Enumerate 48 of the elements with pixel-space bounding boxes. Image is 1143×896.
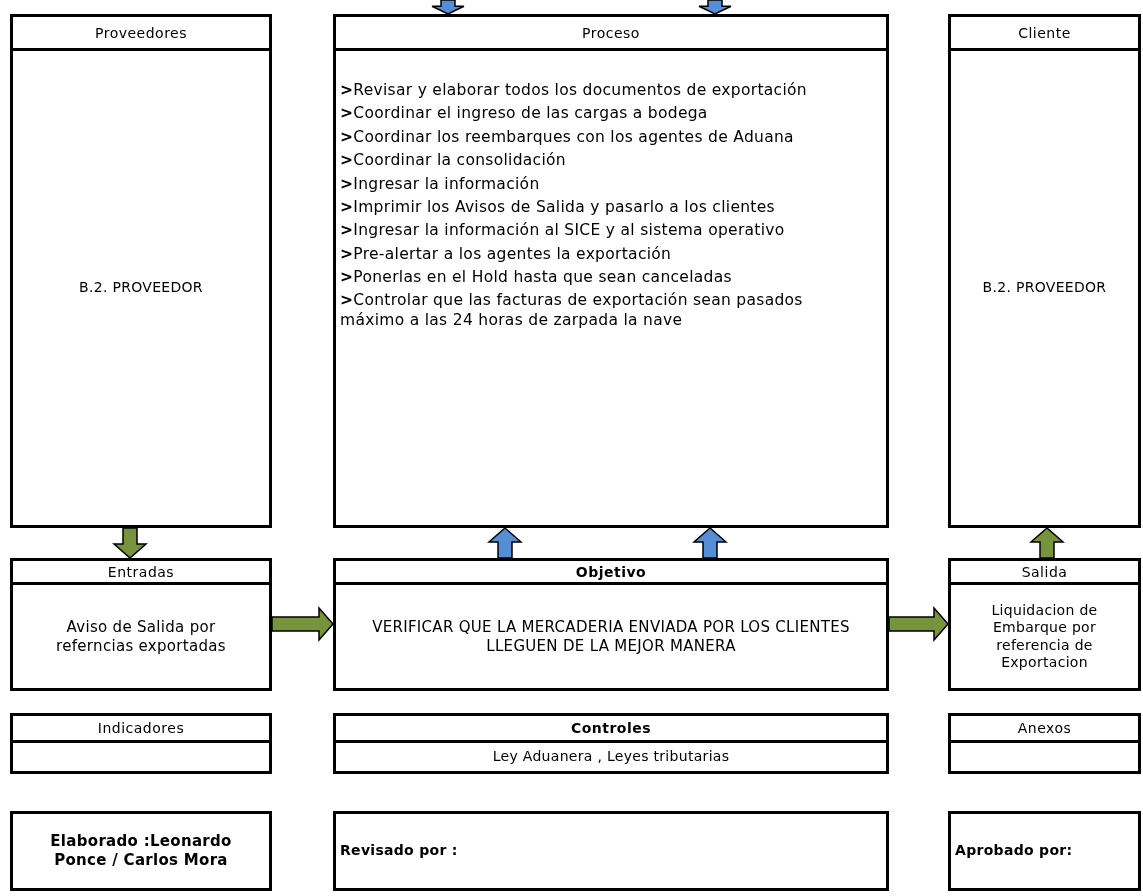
box-header: Proveedores [13,17,269,51]
block-arrow [431,0,465,15]
box-text: >Coordinar los reembarques con los agentes de Aduana [340,127,794,148]
box-text: >Revisar y elaborar todos los documentos de exportación [340,81,807,101]
box-text: Elaborado :Leonardo Ponce / Carlos Mora [49,832,233,870]
labeled-box [10,713,272,774]
block-arrow [487,527,523,559]
labeled-box [333,14,889,528]
box-text: Aprobado por: [955,842,1073,860]
box-text: >Imprimir los Avisos de Salida y pasarlo a los clientes [340,197,775,218]
block-arrow [271,606,334,642]
box-text: B.2. PROVEEDOR [79,279,203,297]
box-text: Liquidacion de Embarque por referencia de Exportacion [990,601,1099,672]
labeled-box [948,14,1141,528]
box-header: Objetivo [336,561,886,585]
box-text: Revisado por : [340,842,458,860]
box-text: Aviso de Salida por referncias exportadas [55,617,227,656]
labeled-box [10,558,272,691]
box-header: Cliente [951,17,1138,51]
block-arrow [112,527,148,559]
labeled-box [948,811,1141,891]
labeled-box [333,713,889,774]
box-header: Controles [336,716,886,743]
box-text: Ley Aduanera , Leyes tributarias [492,748,730,766]
box-text: >Ingresar la información al SICE y al sistema operativo [340,221,785,241]
box-header: Anexos [951,716,1138,743]
labeled-box [333,811,889,891]
box-text: VERIFICAR QUE LA MERCADERIA ENVIADA POR LOS CLIENTES LLEGUEN DE LA MEJOR MANERA [371,617,851,656]
labeled-box [10,811,272,891]
block-arrow [1029,527,1065,559]
box-text: >Controlar que las facturas de exportación sean pasados máximo a las 24 horas de zarpada la nave [340,291,804,331]
labeled-box [948,558,1141,691]
box-header: Indicadores [13,716,269,743]
box-text: B.2. PROVEEDOR [982,279,1107,297]
box-header: Salida [951,561,1138,585]
labeled-box [333,558,889,691]
box-text: >Coordinar el ingreso de las cargas a bodega [340,104,708,124]
box-text: >Coordinar la consolidación [340,151,566,171]
box-text: >Ingresar la información [340,174,540,194]
box-header: Entradas [13,561,269,585]
box-text: >Pre-alertar a los agentes la exportación [340,244,672,264]
block-arrow [692,527,728,559]
block-arrow [698,0,732,15]
labeled-box [948,713,1141,774]
labeled-box [10,14,272,528]
block-arrow [888,606,949,642]
box-header: Proceso [336,17,886,51]
box-text: >Ponerlas en el Hold hasta que sean canceladas [340,268,732,288]
